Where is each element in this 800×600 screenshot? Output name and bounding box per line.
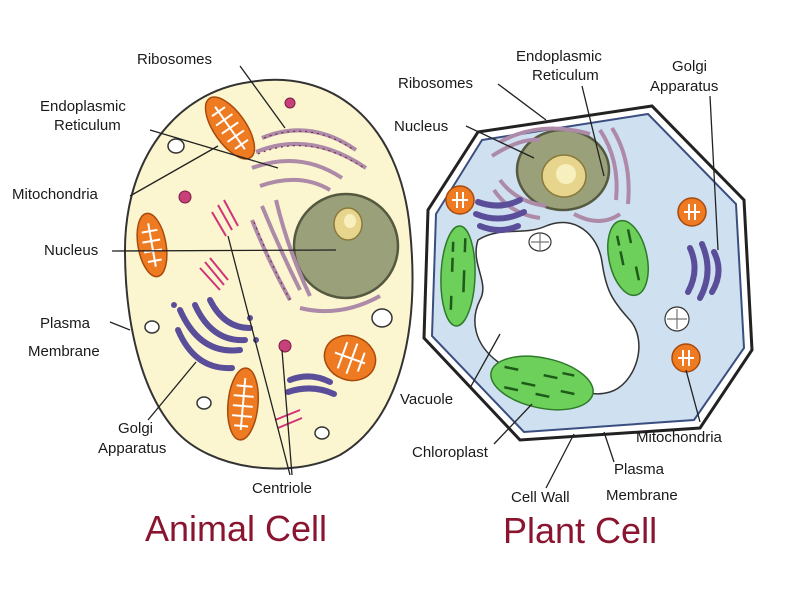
animal-nucleus [294,194,398,298]
plant-label-er-line1: Endoplasmic [516,48,602,65]
animal-label-golgi-line2: Apparatus [98,440,166,457]
animal-label-mitochondria: Mitochondria [12,186,99,203]
plant-label-chloroplast: Chloroplast [412,444,489,461]
plant-label-vacuole: Vacuole [400,391,453,408]
plant-label-plasma-line1: Plasma [614,461,665,478]
animal-label-er-line2: Reticulum [54,117,121,134]
plant-label-golgi-line2: Apparatus [650,78,718,95]
animal-label-er-line1: Endoplasmic [40,98,126,115]
plant-label-cell-wall: Cell Wall [511,489,570,506]
animal-label-nucleus: Nucleus [44,242,98,259]
plant-label-ribosomes: Ribosomes [398,75,473,92]
animal-cell-title: Animal Cell [145,508,327,549]
plant-label-mitochondria: Mitochondria [636,429,723,446]
plant-label-plasma-line2: Membrane [606,487,678,504]
plant-label-er-line2: Reticulum [532,67,599,84]
plant-cell-title: Plant Cell [503,510,657,551]
animal-label-centriole: Centriole [252,480,312,497]
plant-label-nucleus: Nucleus [394,118,448,135]
plant-label-golgi-line1: Golgi [672,58,707,75]
animal-label-golgi-line1: Golgi [118,420,153,437]
animal-label-plasma-line2: Membrane [28,343,100,360]
plant-cell [424,106,752,440]
animal-label-plasma-line1: Plasma [40,315,91,332]
animal-label-ribosomes: Ribosomes [137,51,212,68]
animal-cell [125,80,412,469]
